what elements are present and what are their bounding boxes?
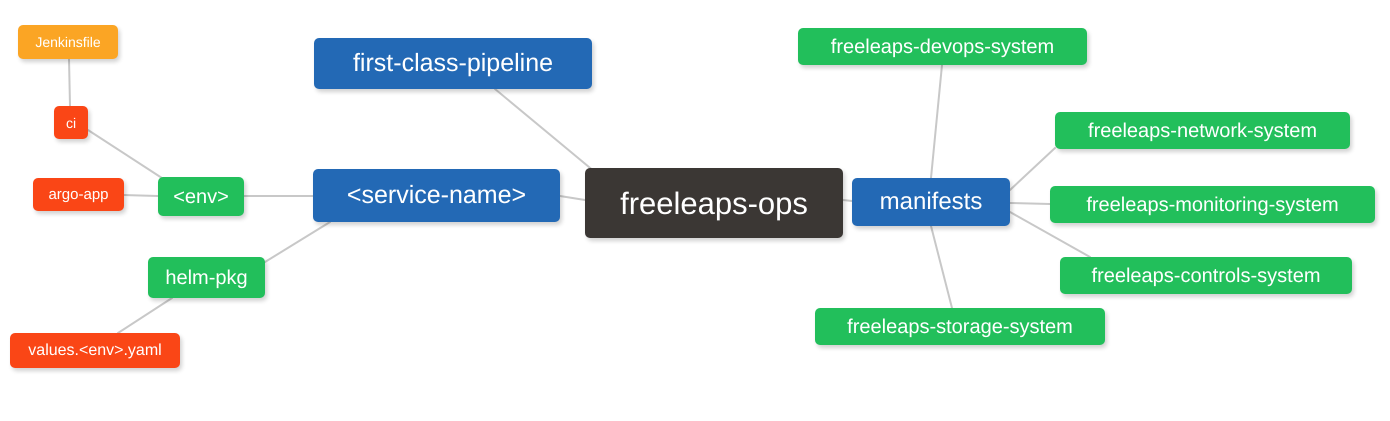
node-label-argo-app: argo-app: [48, 186, 109, 203]
node-label-ci: ci: [65, 114, 77, 131]
node-jenkinsfile[interactable]: Jenkinsfile: [18, 25, 118, 59]
edge-env-to-ci: [87, 129, 166, 181]
node-values-yaml[interactable]: values.<env>.yaml: [10, 333, 180, 368]
node-label-controls-system: freeleaps-controls-system: [1091, 264, 1321, 287]
node-label-values-yaml: values.<env>.yaml: [28, 341, 162, 359]
edge-service-name-to-helm-pkg: [264, 221, 331, 263]
edge-helm-pkg-to-values-yaml: [117, 297, 173, 334]
edge-manifests-to-storage-system: [930, 225, 953, 309]
node-controls-system[interactable]: freeleaps-controls-system: [1060, 257, 1352, 294]
node-label-helm-pkg: helm-pkg: [165, 266, 248, 289]
node-label-first-class-pipeline: first-class-pipeline: [352, 49, 554, 77]
node-argo-app[interactable]: argo-app: [33, 178, 124, 211]
node-label-root: freeleaps-ops: [620, 185, 808, 221]
edge-ci-to-jenkinsfile: [68, 58, 71, 107]
node-label-jenkinsfile: Jenkinsfile: [35, 34, 101, 50]
edge-manifests-to-network-system: [1009, 147, 1056, 191]
node-label-storage-system: freeleaps-storage-system: [847, 315, 1073, 338]
node-ci[interactable]: ci: [54, 106, 88, 139]
edge-manifests-to-devops-system: [930, 64, 943, 179]
node-label-network-system: freeleaps-network-system: [1088, 119, 1317, 142]
node-label-env: <env>: [173, 185, 229, 208]
edge-root-to-first-class-pipeline: [494, 88, 596, 173]
node-manifests[interactable]: manifests: [852, 178, 1010, 226]
node-label-devops-system: freeleaps-devops-system: [830, 35, 1055, 58]
node-network-system[interactable]: freeleaps-network-system: [1055, 112, 1350, 149]
node-devops-system[interactable]: freeleaps-devops-system: [798, 28, 1087, 65]
node-service-name[interactable]: <service-name>: [313, 169, 560, 222]
node-root[interactable]: freeleaps-ops: [585, 168, 843, 238]
node-first-class-pipeline[interactable]: first-class-pipeline: [314, 38, 592, 89]
node-label-service-name: <service-name>: [346, 181, 527, 209]
node-label-monitoring-system: freeleaps-monitoring-system: [1086, 193, 1339, 216]
node-monitoring-system[interactable]: freeleaps-monitoring-system: [1050, 186, 1375, 223]
edge-root-to-manifests: [842, 199, 853, 202]
node-label-manifests: manifests: [879, 188, 983, 215]
edge-root-to-service-name: [559, 195, 586, 201]
edge-env-to-argo-app: [123, 194, 159, 197]
node-storage-system[interactable]: freeleaps-storage-system: [815, 308, 1105, 345]
node-helm-pkg[interactable]: helm-pkg: [148, 257, 265, 298]
node-env[interactable]: <env>: [158, 177, 244, 216]
edge-manifests-to-controls-system: [1009, 211, 1091, 258]
edge-manifests-to-monitoring-system: [1009, 202, 1051, 205]
